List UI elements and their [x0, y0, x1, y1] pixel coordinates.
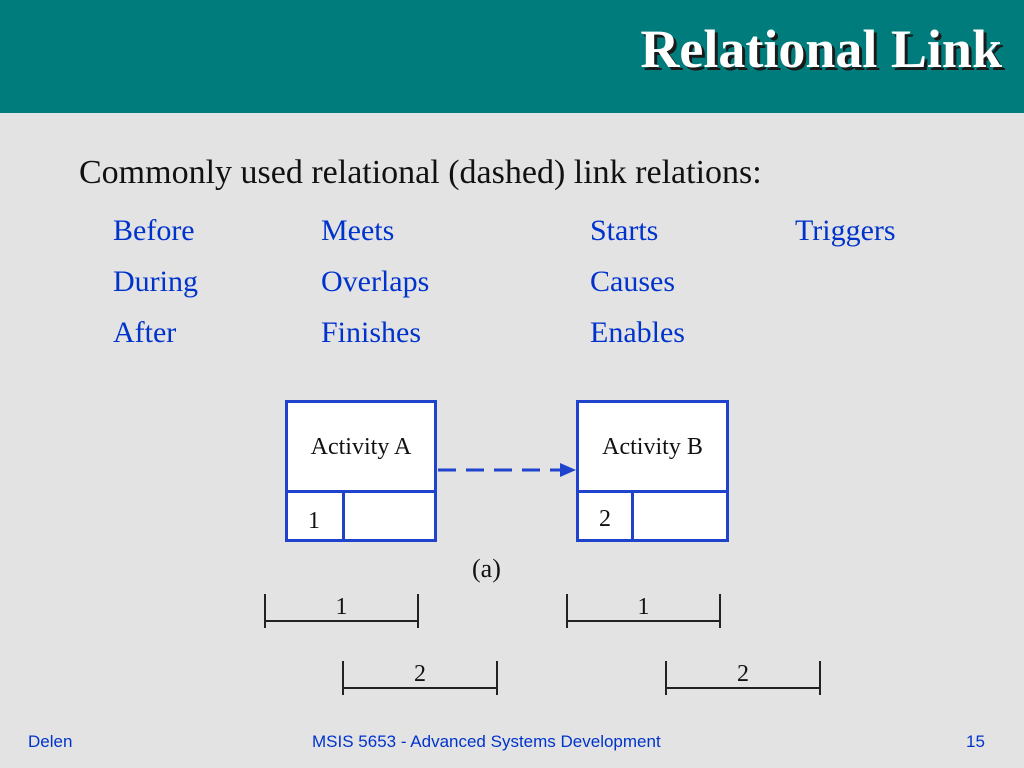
relation-before: Before [113, 214, 195, 247]
activity-a-node: Activity A 1 [285, 400, 437, 542]
diagram-caption: (a) [472, 554, 501, 583]
activity-b-node: Activity B 2 [576, 400, 729, 542]
activity-a-divider [288, 490, 434, 493]
relation-finishes: Finishes [321, 316, 422, 349]
activity-b-number: 2 [599, 506, 611, 532]
activity-b-divider [579, 490, 726, 493]
timeline-a-lag-label: 2 [414, 661, 426, 687]
activity-a-cell-divider [342, 490, 345, 539]
activity-a-number: 1 [308, 508, 320, 534]
activity-b-cell-divider [631, 490, 634, 539]
relation-during: During [113, 265, 198, 298]
timeline-a-duration: 1 [264, 594, 419, 628]
activity-b-label: Activity B [602, 434, 703, 460]
timeline-a-duration-label: 1 [335, 594, 348, 620]
relation-after: After [113, 316, 177, 349]
arrowhead-icon [560, 463, 576, 477]
activity-a-label: Activity A [310, 434, 412, 460]
footer-page-number: 15 [966, 732, 985, 751]
footer-author: Delen [28, 732, 73, 751]
relation-enables: Enables [590, 316, 685, 349]
slide-title: Relational Link [640, 19, 1002, 79]
title-bar: Relational Link [0, 0, 1024, 113]
timeline-b-duration: 1 [566, 594, 721, 628]
timeline-b-duration-label: 1 [637, 594, 650, 620]
relation-starts: Starts [590, 214, 659, 247]
relation-causes: Causes [590, 265, 675, 298]
relation-overlaps: Overlaps [321, 265, 430, 298]
relation-triggers: Triggers [795, 214, 896, 247]
timeline-b-lag: 2 [665, 661, 821, 695]
relation-meets: Meets [321, 214, 395, 247]
timeline-a-lag: 2 [342, 661, 498, 695]
relational-link-arrow [438, 463, 576, 477]
footer-course: MSIS 5653 - Advanced Systems Development [312, 732, 661, 751]
timeline-b-lag-label: 2 [737, 661, 749, 687]
intro-text: Commonly used relational (dashed) link r… [79, 154, 762, 191]
